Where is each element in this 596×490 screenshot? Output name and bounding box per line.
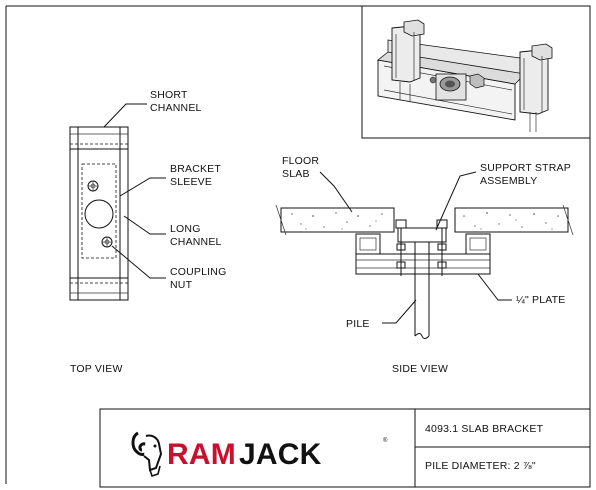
pile-shaft [414,242,430,339]
plate-label: ¼" PLATE [516,294,566,306]
bracket-sleeve-label-2: SLEEVE [170,176,212,188]
floor-slab-label-1: FLOOR [282,155,319,167]
ram-head-icon [131,431,163,478]
logo-jack-text: JACK [239,438,322,471]
short-channel-top [69,126,129,150]
support-strap-label-2: ASSEMBLY [480,175,537,187]
short-channel-leader [103,103,147,128]
long-channel-label-2: CHANNEL [170,236,222,248]
iso-view-frame [361,5,591,139]
short-channel-label-1: SHORT [150,89,188,101]
pile-hole [84,199,114,229]
coupling-nut-label-1: COUPLING [170,266,226,278]
pile-label: PILE [346,318,370,330]
floor-slab-label-2: SLAB [282,168,310,180]
drawing-title: 4093.1 SLAB BRACKET [425,423,544,435]
bracket-sleeve-hidden [81,163,117,259]
coupling-nut-upper [87,180,99,192]
floor-slab-left [280,207,395,233]
long-channel-label-1: LONG [170,223,201,235]
floor-slab-right [454,207,569,233]
strap-bolt-left [395,219,407,276]
coupling-nut-lower [101,236,113,248]
bracket-sleeve-leader [119,177,166,197]
isometric-view [361,5,591,139]
iso-bracket-drawing [377,19,553,132]
title-block: RAM JACK ® 4093.1 SLAB BRACKET PILE DIAM… [99,408,591,488]
side-view-caption: SIDE VIEW [392,363,448,375]
long-channel-outline [69,126,129,301]
support-strap-leader [435,171,477,231]
title-block-frame [99,408,591,488]
bracket-sleeve-label-1: BRACKET [170,163,221,175]
ramjack-logo: RAM JACK ® [131,431,388,478]
top-view-caption: TOP VIEW [70,363,123,375]
coupling-nut-label-2: NUT [170,279,193,291]
strap-bolt-right [436,219,448,276]
side-long-channel [355,253,491,275]
support-strap-label-1: SUPPORT STRAP [480,162,571,174]
floor-slab-leader [319,171,353,213]
plate-leader [477,273,512,301]
side-short-channel-right [465,233,491,255]
logo-ram-text: RAM [167,438,236,471]
side-short-channel-left [355,233,381,255]
registered-mark: ® [383,437,388,444]
support-strap-assembly [397,227,447,243]
coupling-nut-leader [111,245,166,279]
side-view: FLOOR SLAB SUPPORT STRAP ASSEMBLY ¼" PLA… [275,155,574,375]
pile-leader [382,299,417,324]
top-view: SHORT CHANNEL BRACKET SLEEVE LONG CHANNE… [69,89,226,375]
pile-diameter: PILE DIAMETER: 2 ⅞" [425,460,536,472]
short-channel-bottom [69,277,129,301]
long-channel-leader [123,215,166,235]
short-channel-label-2: CHANNEL [150,102,202,114]
